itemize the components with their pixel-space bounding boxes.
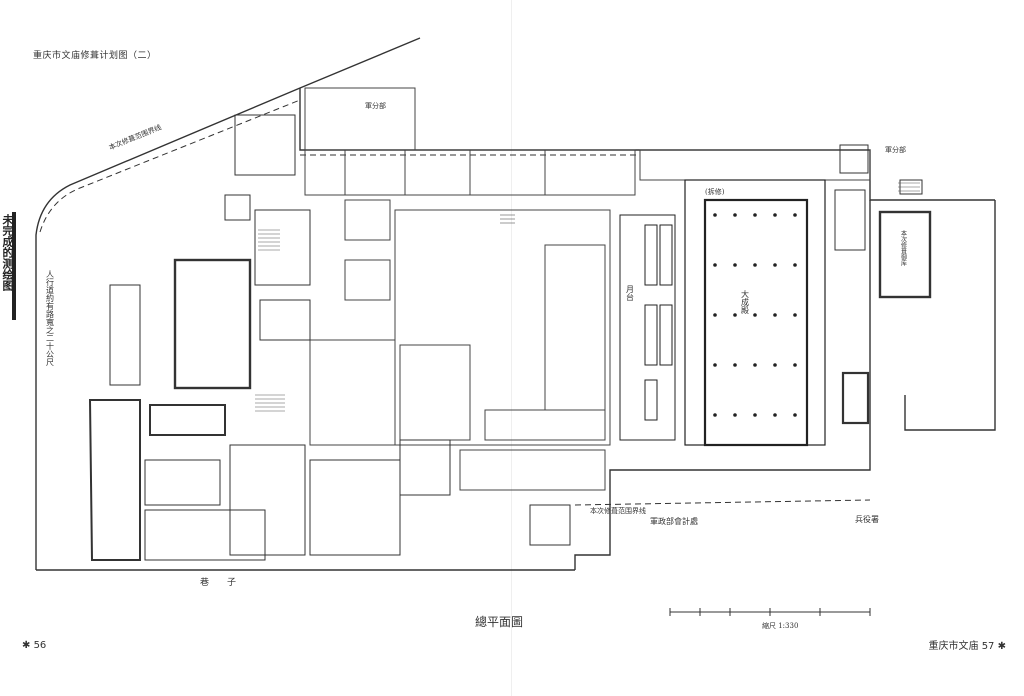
page-header: 重庆市文庙修葺计划图（二） — [33, 51, 157, 61]
hall-tag-label: (拆修) — [705, 187, 725, 196]
south-office-label: 軍政部會計處 — [650, 516, 698, 526]
right-section-title: 重庆市文庙 — [928, 641, 979, 652]
plan-title: 總平面圖 — [475, 614, 523, 629]
chapter-tab-label: 未完成的测绘图 — [1, 214, 14, 291]
chapter-tab-bar — [12, 212, 16, 320]
south-east-label: 兵役署 — [855, 514, 879, 524]
alley-label: 巷 子 — [200, 577, 236, 588]
central-courtyard — [309, 199, 611, 491]
scale-bar — [669, 608, 871, 616]
east-edge-label: 軍分部 — [885, 145, 906, 154]
dacheng-hall — [619, 179, 826, 447]
site-boundary — [35, 37, 996, 571]
hall-columns — [713, 213, 797, 417]
chapter-tab: 未完成的测绘图 — [0, 212, 16, 320]
south-boundary-label: 本次修葺范围界线 — [590, 506, 646, 515]
stair-hatching — [255, 182, 920, 412]
right-footer: 重庆市文庙 57 ✱ — [929, 637, 1007, 652]
courtyard-label: 月台 — [626, 285, 635, 302]
top-boundary-label: 本次修葺范围界线 — [107, 123, 162, 152]
left-page-number-text: 56 — [33, 640, 47, 651]
main-hall-label: 大成殿 — [741, 289, 750, 315]
book-spine — [511, 0, 512, 696]
left-page-number: ✱ 56 — [22, 640, 46, 651]
west-road-label: 人行道約有路寬之二十公尺 — [46, 270, 55, 367]
bullet-icon: ✱ — [22, 640, 34, 651]
bullet-icon-right: ✱ — [997, 641, 1006, 652]
west-complex — [88, 114, 571, 561]
north-range — [304, 87, 871, 196]
right-page-number: 57 — [981, 641, 995, 652]
scale-text: 縮尺 1:330 — [762, 621, 798, 630]
east-building-label: 本次修葺御库 — [900, 229, 907, 267]
north-edge-label: 軍分部 — [365, 101, 386, 110]
